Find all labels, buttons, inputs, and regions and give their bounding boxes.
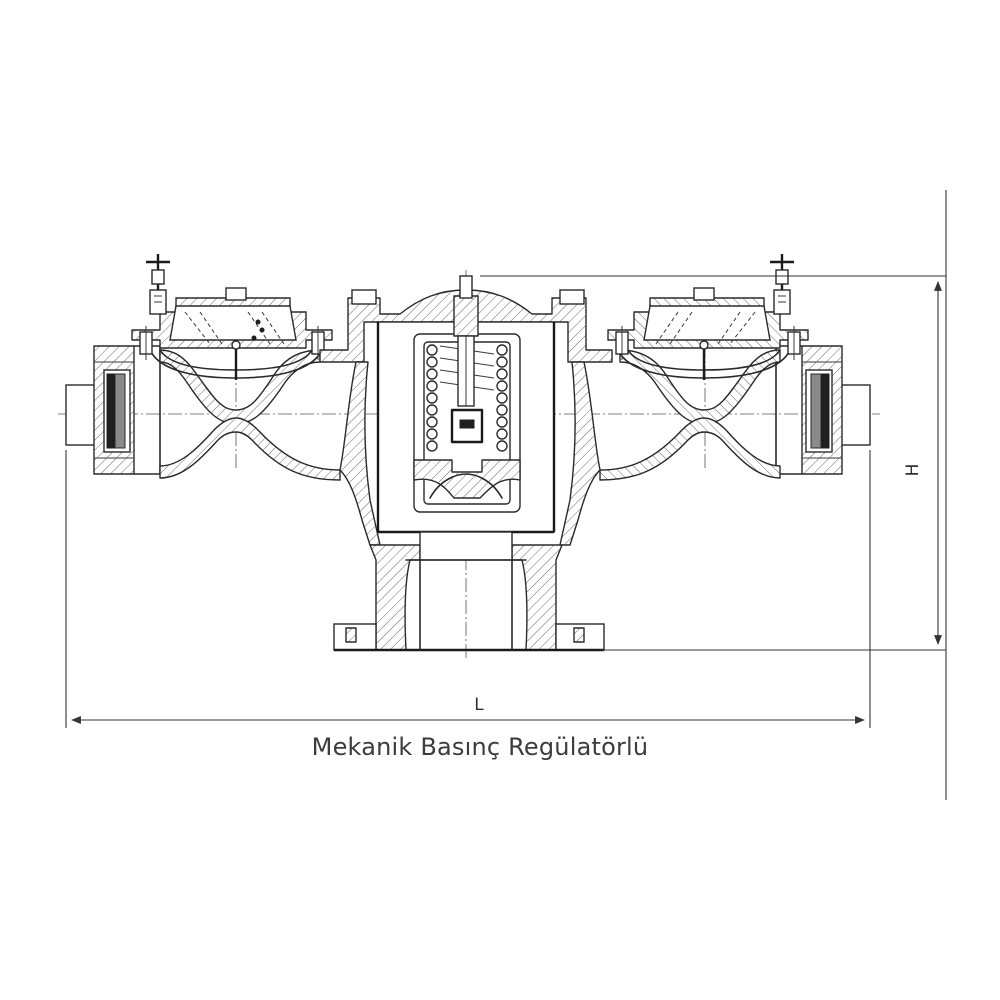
left-coupling xyxy=(65,345,161,475)
central-body xyxy=(319,275,613,652)
height-label: H xyxy=(903,464,923,477)
dimension-H: H xyxy=(480,275,946,651)
length-label: L xyxy=(474,695,484,715)
dimension-L: L xyxy=(65,450,871,728)
right-valve-body xyxy=(599,254,809,481)
drawing-caption: Mekanik Basınç Regülatörlü xyxy=(311,733,649,761)
right-coupling xyxy=(775,345,871,475)
left-valve-body xyxy=(131,254,341,481)
